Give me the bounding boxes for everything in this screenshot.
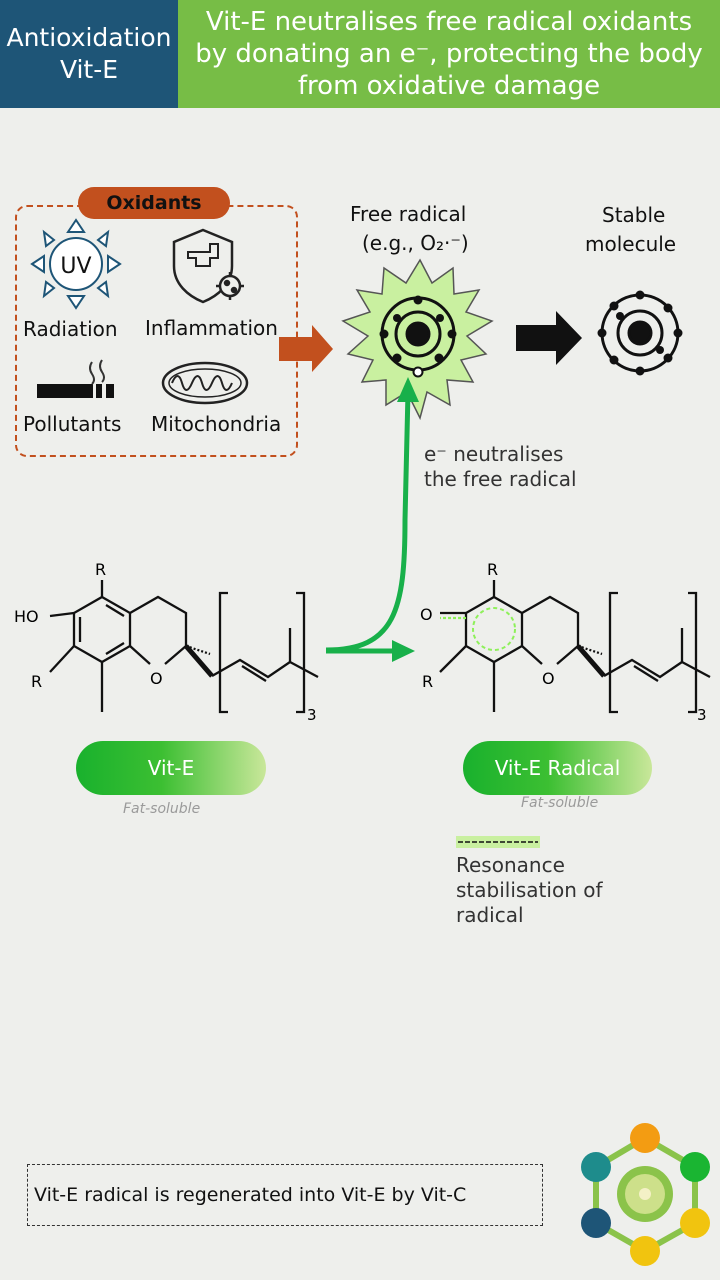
vit-e-radical-pill: Vit-E Radical (463, 741, 652, 795)
stable-atom-icon (597, 290, 683, 376)
pollutants-label: Pollutants (23, 412, 122, 436)
stable-label-line2: molecule (585, 232, 677, 256)
vit-e-r-left: R (31, 672, 42, 691)
radical-r-top: R (487, 560, 498, 579)
resonance-line3: radical (456, 903, 524, 927)
radical-ring-o: O (542, 669, 555, 688)
vit-e-radical-solubility: Fat-soluble (521, 795, 599, 811)
vit-e-pill: Vit-E (76, 741, 266, 795)
radical-repeat: 3 (697, 706, 707, 724)
mitochondria-icon (161, 361, 249, 405)
vit-e-radical-structure (439, 580, 711, 714)
vit-e-solubility: Fat-soluble (123, 801, 201, 817)
vit-e-repeat: 3 (307, 706, 317, 724)
electron-note-line2: the free radical (424, 467, 577, 491)
mitochondria-label: Mitochondria (151, 412, 282, 436)
stable-label-line1: Stable (602, 203, 666, 227)
oxidant-arrow (279, 325, 333, 372)
brand-logo (581, 1123, 710, 1266)
vit-e-structure (49, 580, 319, 714)
page-title: Vit-E neutralises free radical oxidants … (178, 0, 720, 108)
radical-r-left: R (422, 672, 433, 691)
topic-tag-line2: Vit-E (59, 55, 119, 84)
electron-note-line1: e⁻ neutralises (424, 442, 564, 466)
cigarette-icon (37, 359, 114, 398)
vit-e-ho: HO (14, 607, 39, 626)
radiation-label: Radiation (23, 317, 118, 341)
resonance-line2: stabilisation of (456, 878, 603, 902)
topic-tag-line1: Antioxidation (6, 23, 172, 52)
uv-sun-icon (30, 218, 122, 310)
resonance-legend-swatch (456, 836, 540, 848)
radical-atom-icon (379, 295, 457, 378)
arrow-head-right (392, 640, 415, 662)
stabilisation-arrow (516, 311, 582, 365)
uv-text: UV (60, 254, 91, 279)
oxidants-title: Oxidants (78, 187, 230, 219)
regeneration-note-text: Vit-E radical is regenerated into Vit-E … (34, 1184, 467, 1206)
free-radical-example: (e.g., O₂·⁻) (362, 231, 469, 255)
resonance-line1: Resonance (456, 853, 565, 877)
free-radical-label: Free radical (350, 202, 467, 226)
page-title-text: Vit-E neutralises free radical oxidants … (195, 7, 703, 101)
regeneration-note: Vit-E radical is regenerated into Vit-E … (27, 1164, 543, 1226)
radical-keto-o: O (420, 605, 433, 624)
inflammation-label: Inflammation (145, 316, 278, 340)
vit-e-r-top: R (95, 560, 106, 579)
arrow-head-up (397, 377, 419, 402)
topic-tag: Antioxidation Vit-E (0, 0, 178, 108)
vit-e-ring-o: O (150, 669, 163, 688)
electron-transfer-arrow (325, 391, 411, 654)
shield-virus-icon (172, 228, 244, 304)
